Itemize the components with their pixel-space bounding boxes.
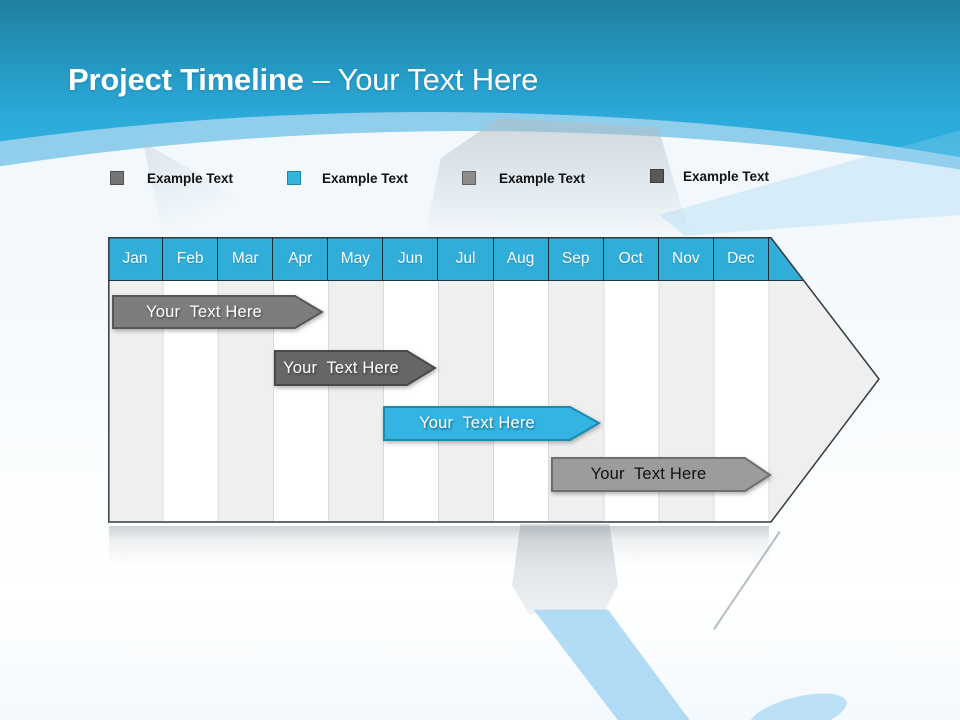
timeline-svg	[108, 237, 880, 523]
slide-title[interactable]: Project Timeline– Your Text Here	[68, 60, 538, 100]
legend-swatch-cyan	[287, 171, 301, 185]
month-header: Jan Feb Mar Apr May Jun Jul Aug Sep Oct …	[108, 237, 769, 280]
month-cell-dec[interactable]: Dec	[714, 237, 769, 280]
column-separators	[162, 281, 770, 521]
month-cell-aug[interactable]: Aug	[494, 237, 549, 280]
timeline-reflection-slant	[713, 531, 781, 630]
month-cell-jul[interactable]: Jul	[438, 237, 494, 280]
month-cell-oct[interactable]: Oct	[604, 237, 659, 280]
gantt-bar-label-4[interactable]: Your Text Here	[590, 465, 707, 483]
gantt-bar-label-2[interactable]: Your Text Here	[283, 359, 399, 377]
month-cell-apr[interactable]: Apr	[273, 237, 329, 280]
gantt-bar-shape-4[interactable]	[551, 457, 772, 492]
watermark-blue-blob	[745, 685, 851, 720]
month-cell-may[interactable]: May	[328, 237, 384, 280]
title-subtitle: – Your Text Here	[312, 62, 539, 97]
timeline-reflection	[109, 526, 769, 572]
month-cell-jan[interactable]: Jan	[108, 237, 164, 280]
legend-label: Example Text	[147, 171, 234, 186]
legend-swatch-darkgray	[650, 169, 664, 183]
month-cell-nov[interactable]: Nov	[659, 237, 714, 280]
legend-label: Example Text	[683, 169, 770, 184]
legend-label: Example Text	[499, 171, 586, 186]
month-cell-mar[interactable]: Mar	[218, 237, 274, 280]
month-header-band	[108, 237, 804, 280]
watermark-pushpin-barrel	[512, 524, 618, 614]
gantt-bar-label-3[interactable]: Your Text Here	[419, 414, 535, 432]
watermark-blue-ribbon	[533, 609, 690, 720]
legend-swatch-gray	[110, 171, 124, 185]
month-cell-jun[interactable]: Jun	[383, 237, 439, 280]
timeline: Jan Feb Mar Apr May Jun Jul Aug Sep Oct …	[108, 237, 880, 523]
header-band	[0, 0, 960, 240]
arrow-outline	[108, 237, 880, 523]
gantt-bar-shape-1[interactable]	[112, 295, 324, 329]
month-cell-sep[interactable]: Sep	[549, 237, 604, 280]
legend-label: Example Text	[322, 171, 409, 186]
gantt-bar-label-1[interactable]: Your Text Here	[146, 303, 262, 321]
gantt-bar-shape-3[interactable]	[383, 406, 602, 441]
legend-swatch-lightgray	[462, 171, 476, 185]
gantt-bar-shape-2[interactable]	[274, 350, 437, 386]
month-cell-feb[interactable]: Feb	[163, 237, 219, 280]
title-bold: Project Timeline	[68, 62, 304, 97]
